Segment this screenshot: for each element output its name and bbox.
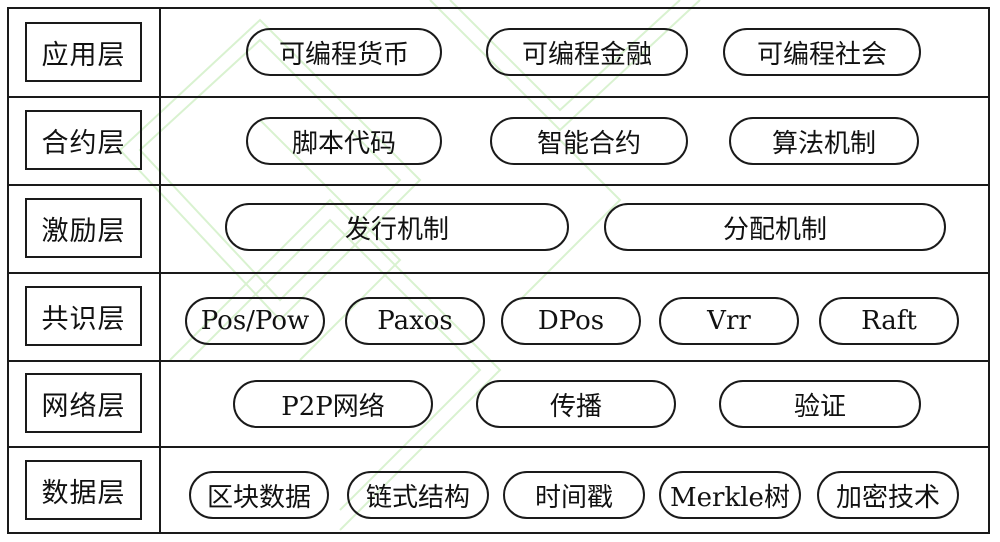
node-verification: 验证 [719,380,921,428]
layer-label-consensus: 共识层 [25,286,142,346]
architecture-diagram: 应用层 可编程货币 可编程金融 可编程社会 合约层 脚本代码 智能合约 算法机制… [7,7,990,534]
layer-row-network: 网络层 P2P网络 传播 验证 [9,362,988,446]
node-encryption-technology: 加密技术 [817,471,959,519]
node-paxos: Paxos [345,297,485,345]
node-vrr: Vrr [659,297,799,345]
node-algorithm-mechanism: 算法机制 [729,117,919,165]
node-smart-contract: 智能合约 [490,117,688,165]
row-divider [9,96,988,98]
layer-row-data: 数据层 区块数据 链式结构 时间戳 Merkle树 加密技术 [9,448,988,534]
node-dpos: DPos [501,297,641,345]
node-block-data: 区块数据 [189,471,329,519]
layer-label-incentive: 激励层 [25,198,142,258]
node-script-code: 脚本代码 [246,117,442,165]
row-divider [9,184,988,186]
node-p2p-network: P2P网络 [233,380,433,428]
row-divider [9,360,988,362]
layer-row-application: 应用层 可编程货币 可编程金融 可编程社会 [9,9,988,96]
node-propagation: 传播 [476,380,676,428]
layer-row-incentive: 激励层 发行机制 分配机制 [9,186,988,272]
node-chain-structure: 链式结构 [347,471,489,519]
node-timestamp: 时间戳 [503,471,645,519]
node-issuance-mechanism: 发行机制 [225,203,569,251]
layer-row-consensus: 共识层 Pos/Pow Paxos DPos Vrr Raft [9,274,988,360]
node-programmable-currency: 可编程货币 [246,28,442,76]
layer-label-data: 数据层 [25,460,142,520]
column-divider [159,9,161,532]
row-divider [9,446,988,448]
node-distribution-mechanism: 分配机制 [604,203,946,251]
layer-label-network: 网络层 [25,373,142,433]
node-merkle-tree: Merkle树 [659,471,801,519]
layer-row-contract: 合约层 脚本代码 智能合约 算法机制 [9,98,988,184]
layer-label-contract: 合约层 [25,110,142,170]
layer-label-application: 应用层 [25,22,142,82]
node-pos-pow: Pos/Pow [185,297,325,345]
node-programmable-finance: 可编程金融 [486,28,688,76]
node-raft: Raft [819,297,959,345]
node-programmable-society: 可编程社会 [723,28,921,76]
row-divider [9,272,988,274]
